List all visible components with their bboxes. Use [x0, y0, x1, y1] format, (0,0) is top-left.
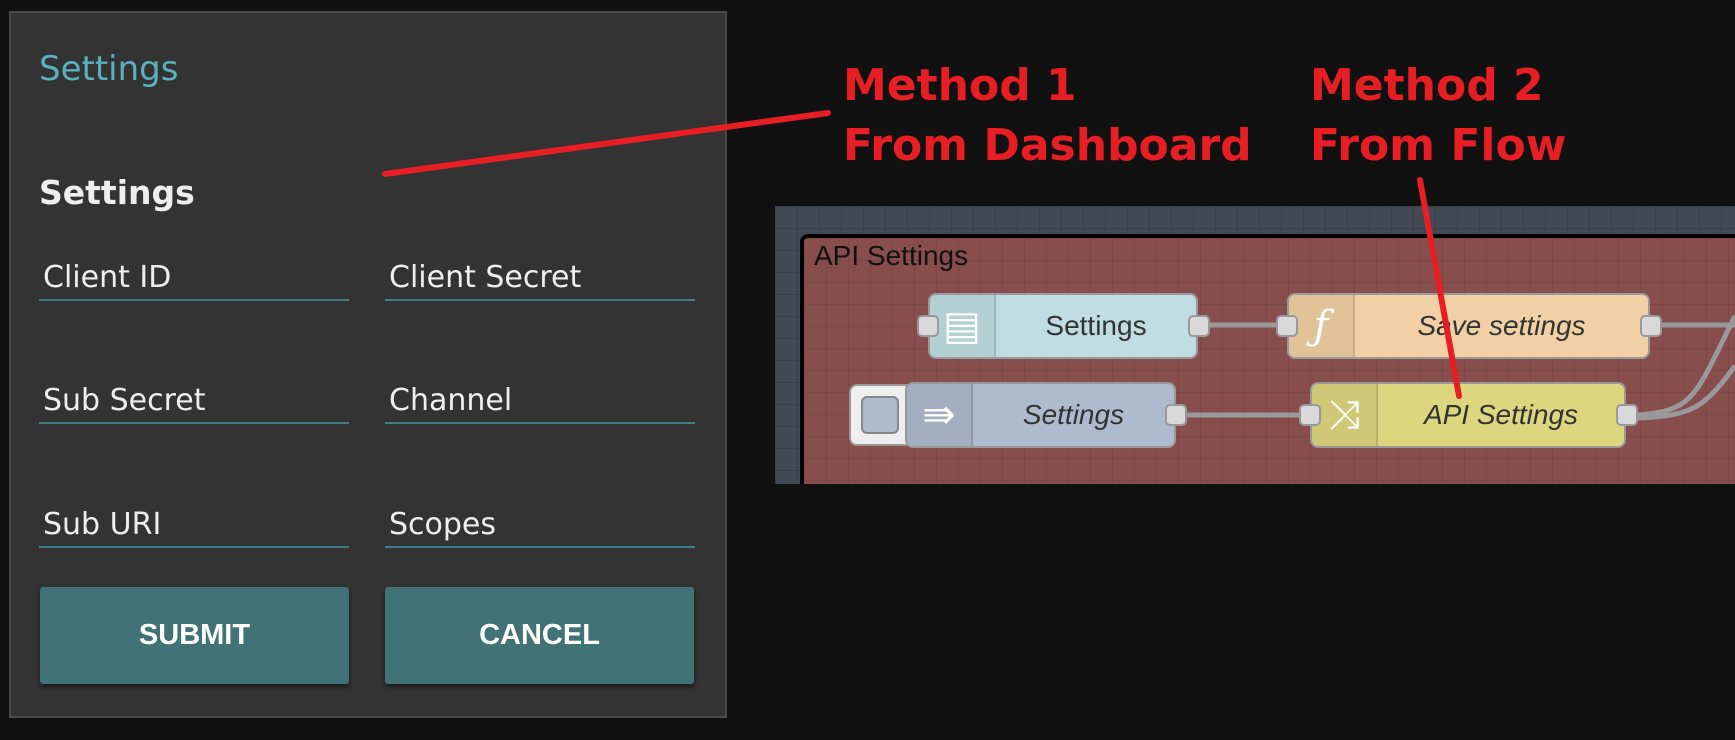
field-label: Scopes	[389, 507, 497, 542]
wire	[1636, 314, 1735, 418]
client-id-field[interactable]: Client ID	[39, 251, 349, 301]
input-port[interactable]	[1299, 404, 1321, 426]
node-label: Save settings	[1417, 310, 1586, 341]
node-label: API Settings	[1423, 399, 1579, 430]
ui-form-node[interactable]: ▤ Settings	[928, 293, 1198, 359]
link-in-icon: ⇛	[907, 384, 973, 446]
field-label: Channel	[389, 383, 513, 418]
dialog-title: Settings	[39, 49, 179, 89]
method2-annotation: Method 2 From Flow	[1310, 56, 1566, 176]
channel-field[interactable]: Channel	[385, 374, 695, 424]
form-icon: ▤	[930, 295, 996, 357]
submit-button[interactable]: SUBMIT	[40, 587, 349, 684]
output-port[interactable]	[1188, 315, 1210, 337]
scopes-field[interactable]: Scopes	[385, 498, 695, 548]
node-label: Settings	[1022, 399, 1125, 430]
input-port[interactable]	[1276, 315, 1298, 337]
section-heading: Settings	[39, 173, 195, 212]
field-label: Client ID	[43, 260, 172, 295]
method1-subtitle: From Dashboard	[843, 120, 1252, 171]
wires	[1185, 314, 1735, 421]
change-node[interactable]: ⤨ API Settings	[1310, 382, 1626, 448]
field-label: Sub URI	[43, 507, 162, 542]
method1-title: Method 1	[843, 60, 1077, 111]
flow-canvas[interactable]: API Settings ▤ Settings ƒ Save settings ⇛ S…	[775, 206, 1735, 484]
sub-uri-field[interactable]: Sub URI	[39, 498, 349, 548]
method1-annotation: Method 1 From Dashboard	[843, 56, 1252, 176]
field-label: Client Secret	[389, 260, 582, 295]
output-port[interactable]	[1640, 315, 1662, 337]
link-in-node[interactable]: ⇛ Settings	[905, 382, 1176, 448]
method2-title: Method 2	[1310, 60, 1544, 111]
shuffle-icon: ⤨	[1312, 384, 1378, 446]
function-icon: ƒ	[1289, 295, 1355, 357]
function-node[interactable]: ƒ Save settings	[1287, 293, 1650, 359]
output-port[interactable]	[1616, 404, 1638, 426]
sub-secret-field[interactable]: Sub Secret	[39, 374, 349, 424]
output-port[interactable]	[1165, 404, 1187, 426]
settings-dialog: Settings Settings Client ID Client Secre…	[9, 11, 727, 718]
client-secret-field[interactable]: Client Secret	[385, 251, 695, 301]
node-label: Settings	[1045, 310, 1147, 341]
group-label: API Settings	[814, 240, 969, 271]
cancel-button[interactable]: CANCEL	[385, 587, 694, 684]
method2-subtitle: From Flow	[1310, 120, 1567, 171]
field-label: Sub Secret	[43, 383, 206, 418]
input-port[interactable]	[917, 315, 939, 337]
wire	[1636, 364, 1735, 421]
